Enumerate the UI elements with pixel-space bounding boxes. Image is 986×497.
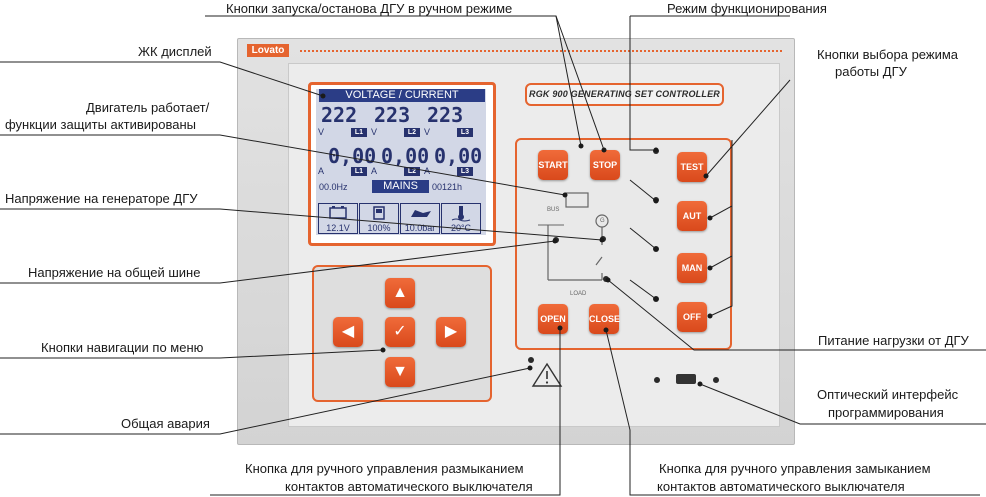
alarm-led: [528, 357, 534, 363]
leader-mode-off: [629, 279, 657, 300]
label-close-2: контактов автоматического выключателя: [657, 479, 905, 494]
lcd-phase-l2-v: L2: [404, 128, 420, 137]
lcd-current-l2: 0,00: [381, 144, 430, 168]
label-optical-2: программирования: [828, 405, 944, 420]
label-mode-select-2: работы ДГУ: [835, 64, 907, 79]
leader-start: [205, 15, 582, 147]
leader-modesel-test: [705, 79, 791, 177]
fuel-icon: [373, 206, 385, 220]
label-start-stop: Кнопки запуска/останова ДГУ в ручном реж…: [226, 1, 513, 16]
leader-modesel-off: [709, 256, 733, 317]
label-engine-2: функции защиты активированы: [5, 117, 196, 132]
leader-bus-voltage: [0, 240, 556, 284]
lcd-fuel-value: 100%: [367, 223, 391, 233]
lcd-phase-l3-a: L3: [457, 167, 473, 176]
lcd-unit-v2: V: [371, 127, 378, 137]
leader-modesel-aut: [709, 140, 733, 219]
label-open-1: Кнопка для ручного управления размыкание…: [245, 461, 524, 476]
leader-load: [607, 279, 986, 351]
label-bus-voltage: Напряжение на общей шине: [28, 265, 201, 280]
lcd-oil-box: 10.0bar: [400, 203, 440, 234]
optical-led-right: [713, 377, 719, 383]
lcd-hours: 00121h: [432, 182, 463, 192]
label-gen-voltage: Напряжение на генераторе ДГУ: [5, 191, 198, 206]
leader-engine: [0, 134, 566, 196]
aut-button[interactable]: AUT: [677, 201, 707, 231]
leader-gen-voltage: [0, 208, 603, 241]
nav-up-button[interactable]: ▲: [385, 278, 415, 308]
lcd-phase-l1-a: L1: [351, 167, 367, 176]
off-button[interactable]: OFF: [677, 302, 707, 332]
battery-icon: [329, 206, 347, 219]
lcd-battery-box: 12.1V: [318, 203, 358, 234]
label-engine-1: Двигатель работает/: [86, 100, 210, 115]
brand-dotted-line: [300, 50, 782, 52]
test-button[interactable]: TEST: [677, 152, 707, 182]
mimic-bus-label: BUS: [547, 207, 560, 213]
mimic-gen-label: G: [600, 218, 605, 224]
lcd-unit-a2: A: [371, 166, 378, 176]
label-open-2: контактов автоматического выключателя: [285, 479, 533, 494]
leader-modesel-man: [709, 206, 733, 269]
leader-close: [605, 329, 980, 496]
oil-can-icon: [411, 210, 431, 217]
mimic-diagram: [538, 192, 609, 281]
brand-logo: Lovato: [247, 44, 289, 57]
mimic-load-label: LOAD: [570, 291, 587, 297]
label-mode-operation: Режим функционирования: [667, 1, 827, 16]
lcd-screen: [316, 89, 486, 235]
leader-stop: [555, 15, 605, 151]
leader-optical: [699, 383, 986, 425]
lcd-phase-l3-v: L3: [457, 128, 473, 137]
lcd-temp-value: 20°C: [450, 223, 472, 233]
label-nav: Кнопки навигации по меню: [41, 340, 204, 355]
nav-right-button[interactable]: ▶: [436, 317, 466, 347]
leader-open: [210, 328, 561, 496]
lcd-unit-v1: V: [318, 127, 325, 137]
lcd-current-l1: 0,00: [328, 144, 377, 168]
nav-down-button[interactable]: ▼: [385, 357, 415, 387]
lcd-unit-a1: A: [318, 166, 325, 176]
lcd-title: VOLTAGE / CURRENT: [319, 89, 485, 102]
lcd-voltage-l1: 222: [321, 103, 358, 127]
label-close-1: Кнопка для ручного управления замыканием: [659, 461, 931, 476]
leader-alarm: [0, 367, 531, 435]
leader-mode-aut: [629, 179, 657, 202]
nav-ok-button[interactable]: ✓: [385, 317, 415, 347]
lcd-battery-value: 12.1V: [326, 223, 350, 233]
label-mode-select-1: Кнопки выбора режима: [817, 47, 959, 62]
leader-nav: [0, 349, 384, 359]
open-button[interactable]: OPEN: [538, 304, 568, 334]
lcd-current-l3: 0,00: [434, 144, 483, 168]
leader-mode-test: [629, 16, 656, 151]
device-title-plate: RGK 900 GENERATING SET CONTROLLER: [525, 83, 724, 106]
start-button[interactable]: START: [538, 150, 568, 180]
leader-lcd: [0, 61, 324, 97]
nav-left-button[interactable]: ◀: [333, 317, 363, 347]
thermometer-icon: [451, 206, 471, 222]
lcd-voltage-l2: 223: [374, 103, 411, 127]
optical-led-left: [654, 377, 660, 383]
optical-port[interactable]: [676, 374, 696, 384]
lcd-phase-l2-a: L2: [404, 167, 420, 176]
lcd-phase-l1-v: L1: [351, 128, 367, 137]
label-lcd: ЖК дисплей: [138, 44, 212, 59]
warning-icon: [531, 362, 563, 387]
label-alarm: Общая авария: [121, 416, 210, 431]
man-button[interactable]: MAN: [677, 253, 707, 283]
stop-button[interactable]: STOP: [590, 150, 620, 180]
lcd-frequency: 00.0Hz: [319, 182, 348, 192]
lcd-unit-v3: V: [424, 127, 431, 137]
lcd-temp-box: 20°C: [441, 203, 481, 234]
lcd-oil-value: 10.0bar: [404, 223, 436, 233]
label-load-power: Питание нагрузки от ДГУ: [818, 333, 969, 348]
lcd-mode: MAINS: [372, 180, 429, 193]
label-optical-1: Оптический интерфейс: [817, 387, 959, 402]
leader-mode-man: [629, 227, 657, 250]
lcd-voltage-l3: 223: [427, 103, 464, 127]
lcd-fuel-box: 100%: [359, 203, 399, 234]
